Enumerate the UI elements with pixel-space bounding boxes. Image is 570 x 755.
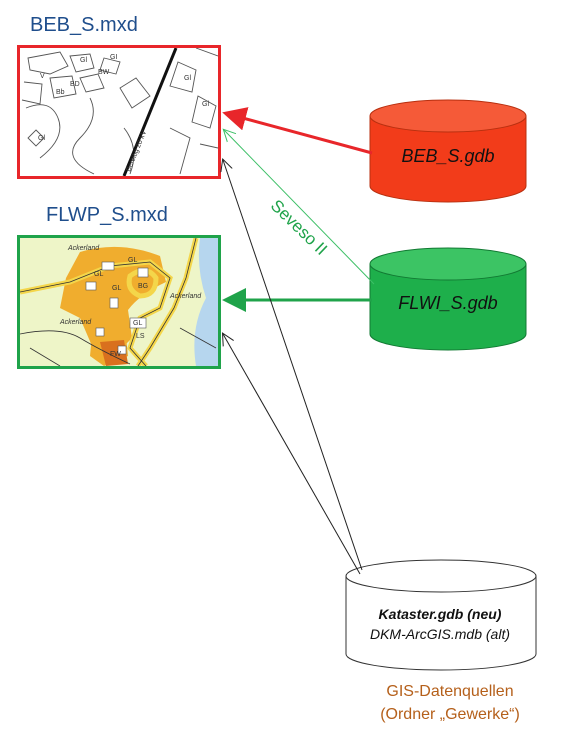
beb-gdb-label: BEB_S.gdb [401,146,495,166]
flwp-map-label: GL [133,320,142,327]
kataster-gdb-cylinder [345,559,537,671]
flwi-gdb-cylinder [369,247,527,351]
flwi-gdb-label: FLWI_S.gdb [398,293,498,313]
beb-gdb-arrow [222,107,373,155]
beb-map-label: V [40,73,45,80]
beb-map-label: Gl [80,57,87,64]
beb-map-label: GI [110,54,117,61]
beb-map-label: Gl [184,75,191,82]
flwp-map-label: LS [136,333,145,340]
flwp-map-label: Ackerland [169,293,202,300]
kataster-gdb-label: Kataster.gdb (neu) DKM-ArcGIS.mdb (alt) [345,604,535,644]
beb-gdb-cylinder [369,99,527,203]
flwp-map-label: GL [112,285,121,292]
flwp-map-label: GL [94,271,103,278]
flwp-map-title: FLWP_S.mxd [46,204,168,226]
flwp-map-label: Ackerland [59,319,92,326]
beb-map-label: Gl [202,101,209,108]
kataster-old-label: DKM-ArcGIS.mdb (alt) [369,626,510,642]
beb-map-label: BD [70,81,80,88]
flwp-map-label: GL [128,257,137,264]
flwp-map-thumbnail: Ackerland Ackerland Ackerland GL GL BG G… [17,235,221,369]
beb-map-label: Bb [56,89,65,96]
beb-map-title: BEB_S.mxd [30,14,138,36]
gis-sources-caption: GIS-Datenquellen [386,683,514,700]
flwp-map-label: BG [138,283,148,290]
kataster-to-flwp-arrow [223,334,361,575]
kataster-new-label: Kataster.gdb (neu) [378,606,502,622]
flwp-map-label: Ackerland [67,245,100,252]
seveso-arrow [224,130,375,285]
kataster-to-beb-arrow [223,160,363,571]
flwp-map-label: FW [110,351,121,358]
beb-map-label: Gl [38,135,45,142]
beb-map-label: BW [98,69,110,76]
beb-map-thumbnail: GI BW BD V Gl Gl Gl Bb Gl Bereitig 20 kV [17,45,221,179]
gis-sources-folder-caption: (Ordner „Gewerke“) [380,706,520,723]
